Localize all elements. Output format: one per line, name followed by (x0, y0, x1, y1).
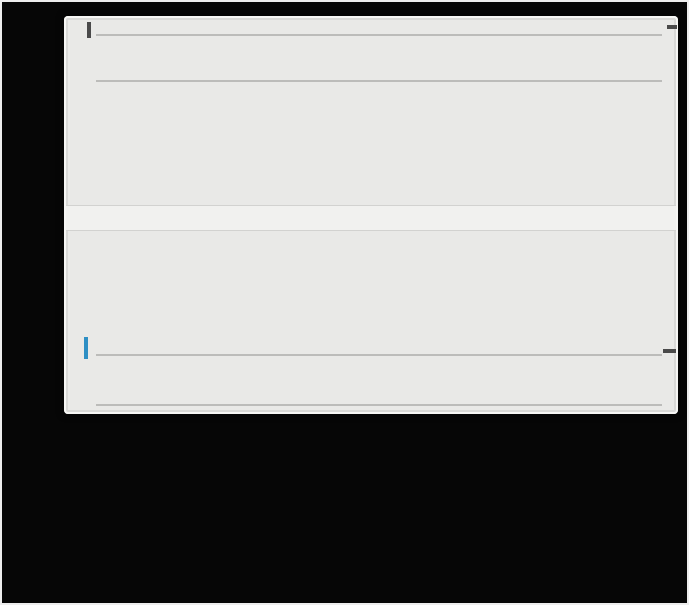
top-left-plus-marker (70, 66, 98, 94)
top-rail-upper-line (96, 34, 662, 36)
bottom-right-plus-marker (650, 391, 678, 419)
bottom-rail-lower-line (96, 404, 662, 406)
top-left-minus-marker (87, 22, 91, 38)
top-right-plus-marker (652, 66, 680, 94)
bottom-right-minus-marker (663, 349, 676, 353)
bottom-left-minus-marker (84, 337, 88, 359)
breadboard-center-channel (66, 205, 676, 231)
top-right-minus-marker (667, 25, 677, 29)
bottom-rail-upper-line (96, 354, 662, 356)
top-rail-lower-line (96, 80, 662, 82)
breadboard (64, 16, 678, 414)
bottom-left-plus-marker (68, 391, 96, 419)
